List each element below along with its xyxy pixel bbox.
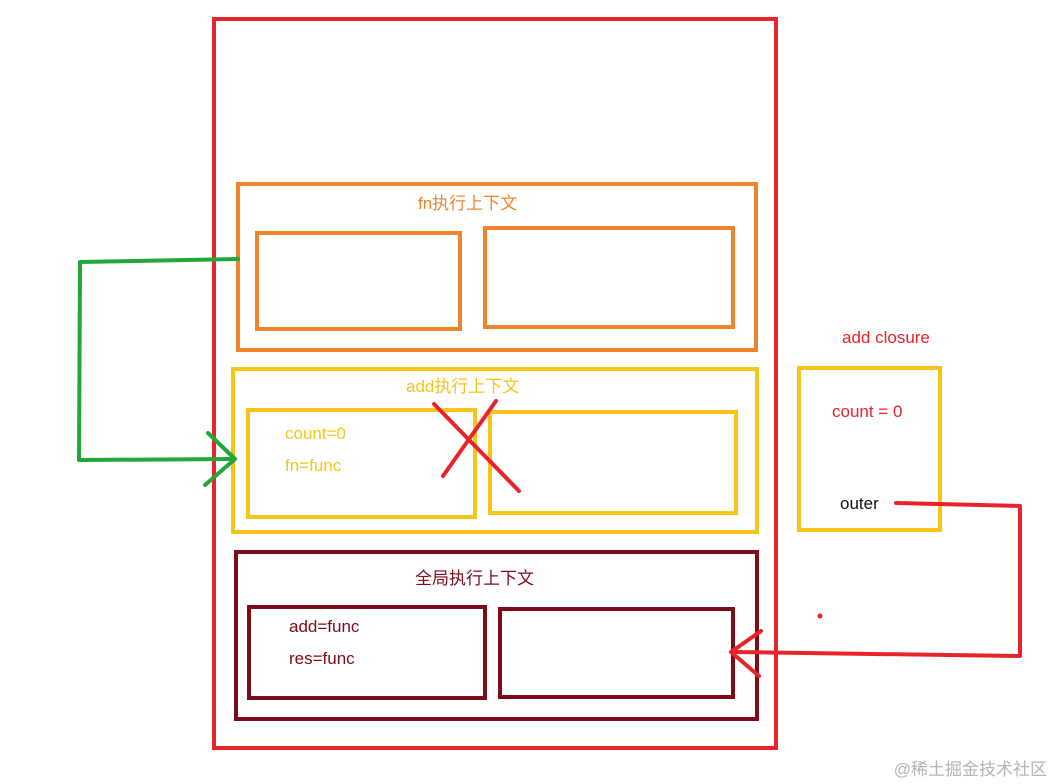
stray-dot xyxy=(817,613,823,619)
red-arrow-head xyxy=(729,629,763,678)
add-var-count: count=0 xyxy=(285,424,346,443)
watermark: @稀土掘金技术社区 xyxy=(893,760,1047,779)
add-var-fn: fn=func xyxy=(285,456,342,475)
call-stack-frame xyxy=(212,17,778,750)
green-arrow-head xyxy=(203,431,237,487)
closure-count: count = 0 xyxy=(832,402,903,421)
add-context-variable-env xyxy=(246,408,477,519)
cross-stroke-a xyxy=(432,402,521,493)
global-context-lexical-env xyxy=(498,607,735,699)
closure-outer: outer xyxy=(840,494,879,513)
fn-context-lexical-env xyxy=(483,226,735,329)
fn-context-box xyxy=(236,182,758,352)
global-context-title: 全局执行上下文 xyxy=(415,569,534,588)
green-arrow-line xyxy=(77,257,240,462)
closure-title: add closure xyxy=(842,328,930,347)
closure-box xyxy=(797,366,942,532)
global-var-res: res=func xyxy=(289,649,355,668)
add-context-title: add执行上下文 xyxy=(406,377,520,396)
red-arrow-line xyxy=(731,501,1022,658)
add-context-box xyxy=(231,367,759,534)
fn-context-title: fn执行上下文 xyxy=(418,194,518,213)
cross-stroke-b xyxy=(441,399,498,478)
global-var-add: add=func xyxy=(289,617,360,636)
fn-context-variable-env xyxy=(255,231,462,331)
global-context-variable-env xyxy=(247,605,487,700)
add-context-lexical-env xyxy=(488,410,738,515)
